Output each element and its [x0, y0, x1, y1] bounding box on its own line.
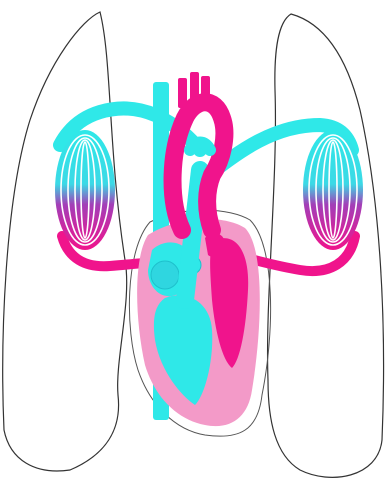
aortic-branch-3: [201, 76, 210, 106]
aortic-branch-2: [190, 72, 199, 106]
aortic-branch-1: [178, 78, 187, 108]
right-atrium-inner: [151, 261, 179, 289]
left-capillary-network: [55, 130, 115, 250]
right-capillary-network: [303, 130, 363, 250]
